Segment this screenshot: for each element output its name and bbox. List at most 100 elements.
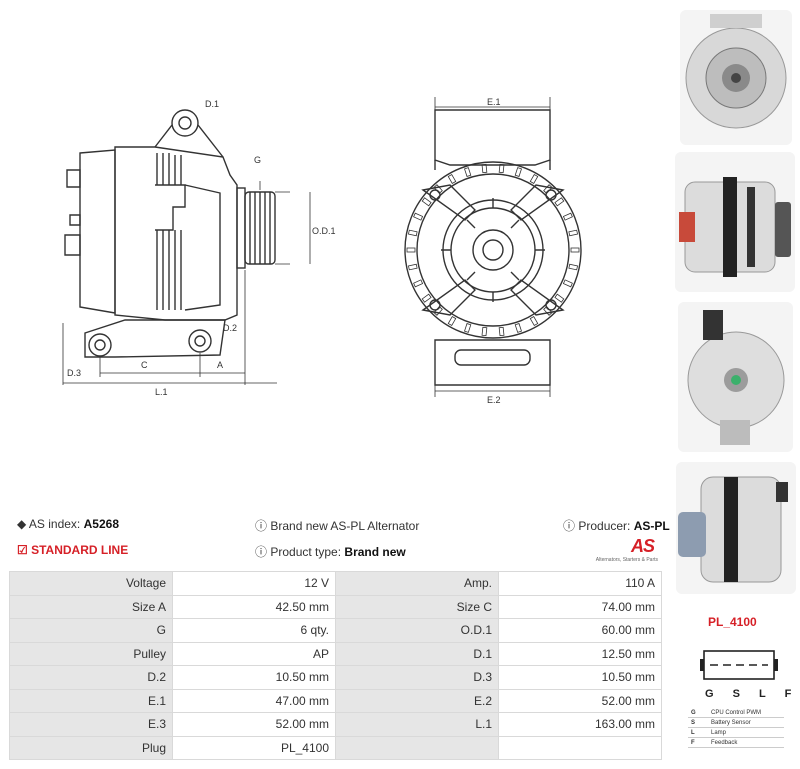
spec-value: 52.00 mm [172,712,336,737]
product-photo-rear[interactable] [678,302,793,452]
spec-value: 10.50 mm [172,665,336,690]
front-view-drawing: E.1 E.2 [404,97,582,405]
vent-slot [498,163,505,174]
product-description: ⓘ Brand new AS-PL Alternator [255,519,420,533]
legend-desc: Battery Sensor [711,719,751,726]
spec-value: 47.00 mm [172,688,336,713]
label-g: G [254,155,261,165]
spec-value: PL_4100 [172,735,336,760]
plug-pins: G S L F [705,688,800,700]
plug-connector-diagram [700,650,778,680]
legend-code: L [691,729,695,736]
vent-slot [447,316,457,327]
spec-value: 163.00 mm [498,712,662,737]
spec-key: E.1 [9,688,173,713]
vent-slot [543,306,553,316]
side-view-drawing: D.1 G D.2 D.3 C A L.1 [62,99,290,397]
vent-slot [413,212,424,221]
label-a: A [217,360,223,370]
as-pl-logo: AS Alternators, Starters & Parts [595,536,658,563]
spec-key: Pulley [9,641,173,666]
spec-key [335,735,499,760]
product-photo-angle[interactable] [676,462,796,594]
vent-slot [433,306,443,316]
legend-desc: CPU Control PWM [711,709,762,716]
legend-row: S Battery Sensor [688,718,784,728]
vent-slot [406,247,416,253]
spec-key: Size C [335,594,499,619]
spec-key: D.3 [335,665,499,690]
spec-value: 60.00 mm [498,618,662,643]
vent-slot [570,247,580,253]
vent-slot [529,316,539,327]
vent-slot [464,167,472,177]
spec-value: 6 qty. [172,618,336,643]
spec-value: 74.00 mm [498,594,662,619]
spec-value: 42.50 mm [172,594,336,619]
label-l1: L.1 [155,387,168,397]
spec-key: L.1 [335,712,499,737]
info-icon: ⓘ [255,545,268,559]
spec-key: Plug [9,735,173,760]
label-od1: O.D.1 [312,226,336,236]
standard-line-badge: ☑ STANDARD LINE [17,543,129,557]
check-icon: ☑ [17,543,28,557]
label-d2: D.2 [223,323,237,333]
label-d3: D.3 [67,368,81,378]
vent-slot [529,173,539,184]
label-c: C [141,360,148,370]
spec-value: 10.50 mm [498,665,662,690]
product-photo-front[interactable] [680,10,792,145]
vent-slot [554,293,565,303]
spec-value: 12.50 mm [498,641,662,666]
as-index-value: A5268 [83,517,119,531]
vent-slot [481,326,488,337]
spec-key: E.3 [9,712,173,737]
legend-code: G [691,709,696,716]
spec-key: G [9,618,173,643]
vent-slot [568,229,579,237]
spec-value: 12 V [172,571,336,596]
vent-slot [562,212,573,221]
spec-key: Voltage [9,571,173,596]
spec-value: AP [172,641,336,666]
vent-slot [554,197,565,207]
label-e1: E.1 [487,97,501,107]
spec-value: 110 A [498,571,662,596]
vent-slot [407,229,418,237]
label-d1: D.1 [205,99,219,109]
legend-code: S [691,719,696,726]
vent-slot [514,167,522,177]
spec-key: E.2 [335,688,499,713]
spec-key: O.D.1 [335,618,499,643]
legend-code: F [691,739,695,746]
vent-slot [562,279,573,288]
product-photo-side[interactable] [675,152,795,292]
vent-slot [514,323,522,333]
plug-title: PL_4100 [708,615,757,629]
vent-slot [498,326,505,337]
legend-row: G CPU Control PWM [688,708,784,718]
vent-slot [543,184,553,194]
vent-slot [413,279,424,288]
spec-key: D.1 [335,641,499,666]
spec-value: 52.00 mm [498,688,662,713]
info-icon: ⓘ [563,519,576,533]
tag-icon: ◆ [17,517,27,531]
spec-value [498,735,662,760]
vent-slot [407,263,418,271]
spec-key: Amp. [335,571,499,596]
info-icon: ⓘ [255,519,268,533]
product-type: ⓘ Product type: Brand new [255,545,406,559]
as-index: ◆ AS index: A5268 [17,517,119,531]
